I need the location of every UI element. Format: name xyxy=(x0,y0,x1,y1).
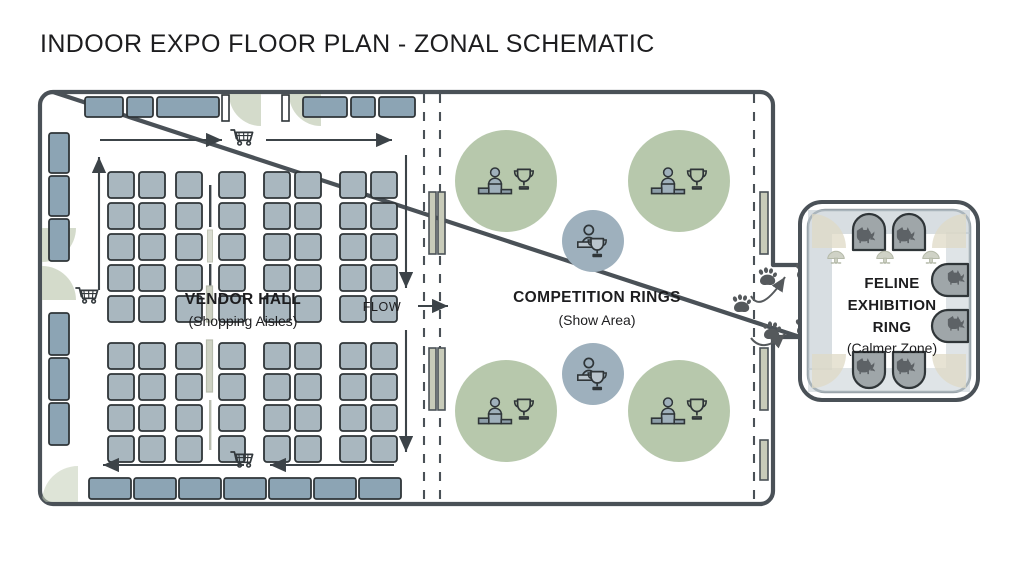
cart-icon-top xyxy=(230,129,254,146)
feline-cages-top xyxy=(851,212,927,252)
feline-ring-interior xyxy=(808,210,970,392)
booth-grid-top xyxy=(107,171,398,323)
competition-ring-1 xyxy=(455,130,557,232)
vendor-hall-title: VENDOR HALL xyxy=(185,291,301,308)
feline-cages-right xyxy=(930,262,970,344)
competition-ring-3 xyxy=(455,360,557,462)
feline-ring-subtitle: (Calmer Zone) xyxy=(847,340,937,356)
perimeter-booths-top xyxy=(84,94,416,122)
perimeter-booths-bottom xyxy=(88,477,402,500)
flow-arrows-vendor-hall xyxy=(91,132,414,473)
competition-ring-4 xyxy=(628,360,730,462)
flow-label: FLOW xyxy=(363,300,402,314)
corridor-dividers xyxy=(422,94,756,502)
paw-trail xyxy=(732,261,815,349)
perimeter-booths-left xyxy=(48,132,70,446)
feline-cages-bottom xyxy=(851,350,927,390)
feline-ring-title-line1: FELINE xyxy=(864,275,919,292)
feline-ring-title-line2: EXHIBITION xyxy=(848,297,937,314)
booth-grid-bottom xyxy=(107,339,398,463)
competition-rings-title: COMPETITION RINGS xyxy=(513,289,681,306)
competition-ring-center-lower xyxy=(562,343,624,405)
feline-ring-title-line3: RING xyxy=(873,319,912,336)
competition-rings-subtitle: (Show Area) xyxy=(558,312,635,328)
page-title: INDOOR EXPO FLOOR PLAN - ZONAL SCHEMATIC xyxy=(40,30,655,58)
competition-ring-2 xyxy=(628,130,730,232)
vendor-hall-subtitle: (Shopping Aisles) xyxy=(189,313,298,329)
competition-ring-center-upper xyxy=(562,210,624,272)
barriers xyxy=(428,191,769,481)
